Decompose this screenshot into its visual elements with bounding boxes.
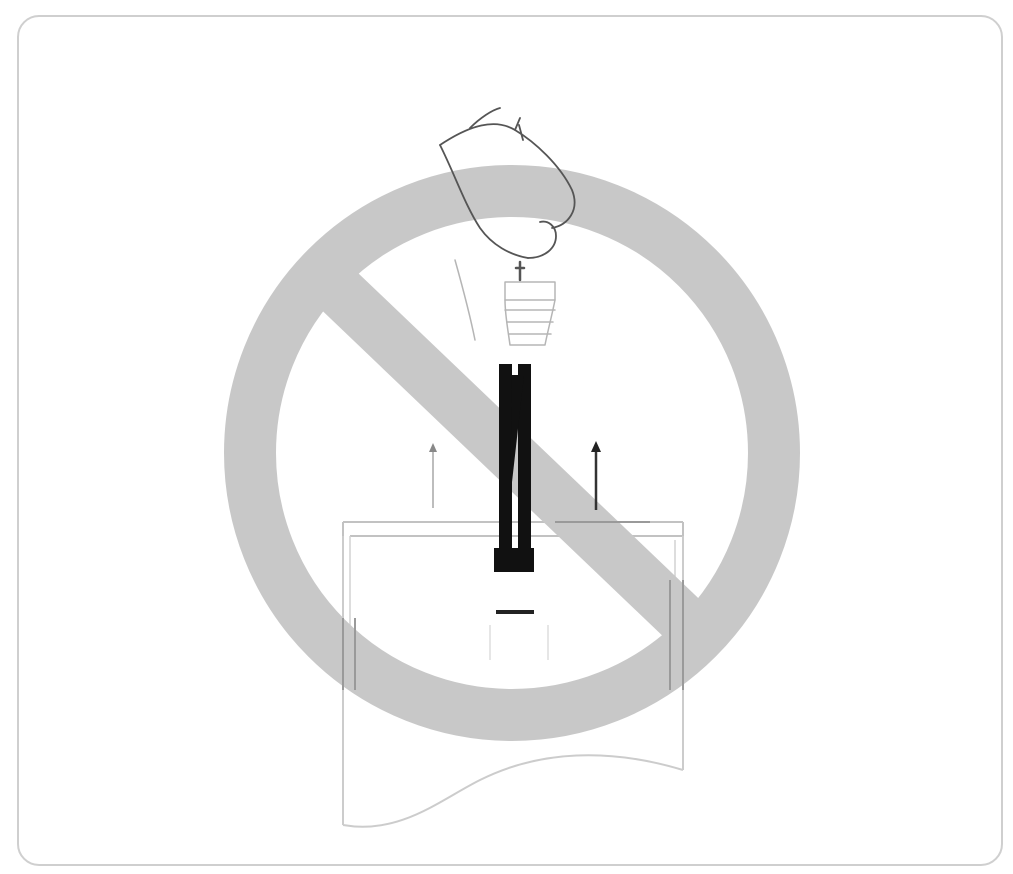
- box-edge-overlay: [342, 521, 684, 690]
- hand-icon: [439, 107, 576, 346]
- tool-icon: [494, 364, 534, 572]
- up-arrow-icon: [429, 443, 437, 508]
- up-arrow-icon: [591, 441, 601, 510]
